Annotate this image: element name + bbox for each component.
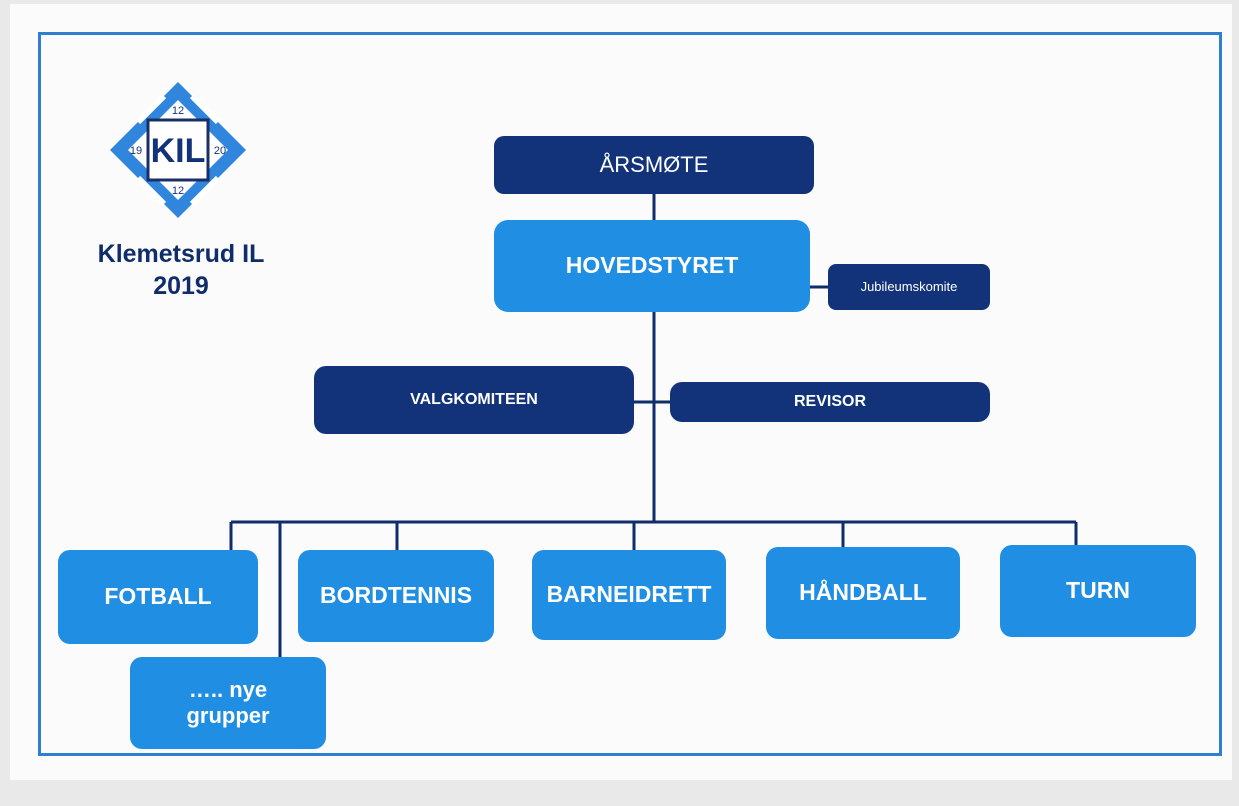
box-turn: TURN [1000,545,1196,637]
chart-frame [38,32,1222,756]
box-valgkomiteen: VALGKOMITEEN [314,366,634,434]
logo-number-top: 12 [172,105,184,117]
nye-grupper-line-2: grupper [186,703,270,728]
box-barneidrett: BARNEIDRETT [532,550,726,640]
box-bordtennis: BORDTENNIS [298,550,494,642]
box-nye-grupper: ….. nye grupper [130,657,326,749]
box-fotball: FOTBALL [58,550,258,644]
club-name: Klemetsrud IL [97,240,265,268]
logo-number-left: 19 [130,145,142,157]
nye-grupper-line-1: ….. nye [188,676,268,702]
box-hovedstyret: HOVEDSTYRET [494,220,810,312]
logo-number-bottom: 12 [172,185,184,197]
club-year: 2019 [153,272,209,300]
logo-number-right: 20 [214,145,226,157]
box-handball: HÅNDBALL [766,547,960,639]
club-title: Klemetsrud IL 2019 [66,238,296,302]
logo-text: KIL [151,132,206,170]
box-revisor: REVISOR [670,382,990,422]
club-logo: KIL 12 19 20 12 [110,82,246,218]
box-jubileumskomite: Jubileumskomite [828,264,990,310]
box-arsmote: ÅRSMØTE [494,136,814,194]
